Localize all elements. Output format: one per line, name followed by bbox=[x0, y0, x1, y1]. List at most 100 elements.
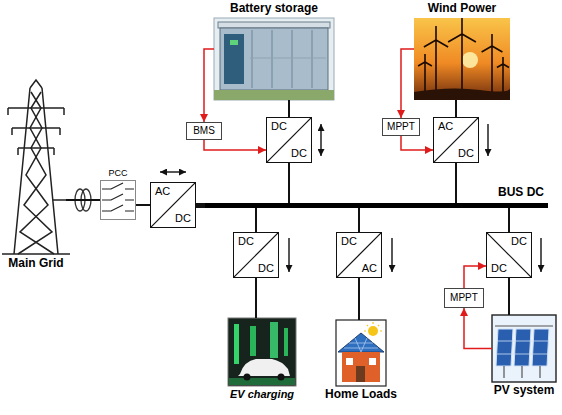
converter-box: DCDC bbox=[266, 117, 312, 163]
node-heading: Wind Power bbox=[428, 2, 497, 16]
home-picture bbox=[338, 333, 384, 352]
battery-container-picture bbox=[224, 34, 244, 84]
power-flow-arrow bbox=[160, 171, 186, 172]
converter-diagonal bbox=[267, 118, 311, 162]
converter-port-label: DC bbox=[491, 262, 507, 275]
wind-farm-picture bbox=[424, 26, 448, 96]
node-heading: PV system bbox=[494, 384, 555, 398]
converter-port-label: AC bbox=[155, 185, 170, 198]
bus-connection bbox=[196, 203, 205, 208]
wind-farm-picture bbox=[482, 34, 503, 96]
control-signal-line bbox=[401, 136, 433, 150]
converter-diagonal bbox=[487, 233, 531, 277]
power-line bbox=[288, 163, 290, 203]
power-line bbox=[455, 100, 457, 117]
power-flow-arrow bbox=[320, 124, 321, 156]
converter-box: ACDC bbox=[150, 182, 196, 228]
wind-farm-picture bbox=[448, 18, 476, 96]
converter-port-label: DC bbox=[341, 235, 357, 248]
wind-power-image: Wind Power bbox=[414, 18, 510, 100]
pcc-switch-box: PCC bbox=[100, 180, 136, 220]
converter-diagonal bbox=[234, 233, 278, 277]
pcc-switch-symbols bbox=[102, 183, 134, 211]
node-heading: EV charging bbox=[230, 388, 294, 401]
control-signal-line bbox=[464, 266, 486, 288]
home-picture bbox=[336, 320, 386, 386]
battery-container-picture bbox=[214, 18, 334, 100]
power-line bbox=[508, 278, 510, 315]
wind-farm-picture bbox=[414, 18, 510, 100]
transmission-tower bbox=[2, 253, 70, 255]
control-signal-line bbox=[204, 140, 266, 150]
power-line bbox=[358, 278, 360, 320]
converter-box: AC DC bbox=[433, 117, 479, 163]
converter-port-label: DC bbox=[291, 147, 307, 160]
pv-array-picture bbox=[504, 366, 540, 378]
ev-charging-picture bbox=[244, 374, 251, 381]
wind-farm-picture bbox=[418, 18, 509, 96]
ev-charging-picture bbox=[250, 326, 256, 356]
converter-port-label: DC bbox=[258, 262, 274, 275]
home-picture bbox=[342, 352, 380, 382]
home-picture bbox=[344, 338, 378, 352]
power-flow-arrow bbox=[487, 124, 488, 156]
battery-container-picture bbox=[218, 22, 330, 28]
converter-diagonal bbox=[337, 233, 381, 277]
bms-box: BMS bbox=[186, 122, 222, 140]
pv-system-image: PV system bbox=[492, 315, 556, 382]
control-signal-line bbox=[204, 49, 214, 122]
power-flow-arrow bbox=[391, 238, 392, 272]
ev-charging-picture bbox=[278, 374, 285, 381]
pcc-switch-symbols bbox=[102, 205, 134, 211]
battery-storage-image: Battery storage bbox=[214, 18, 334, 100]
battery-container-picture bbox=[220, 28, 328, 90]
pcc-switch-symbols bbox=[102, 183, 134, 189]
power-flow-arrow bbox=[288, 238, 289, 272]
power-line bbox=[508, 208, 510, 232]
node-heading: Main Grid bbox=[8, 257, 63, 271]
battery-container-picture bbox=[250, 58, 326, 59]
battery-container-picture bbox=[230, 40, 238, 45]
converter-port-label: DC bbox=[238, 235, 254, 248]
power-line bbox=[288, 100, 290, 117]
transmission-tower bbox=[8, 108, 64, 148]
power-line bbox=[455, 163, 457, 203]
node-heading: PCC bbox=[108, 168, 127, 178]
ev-charging-picture bbox=[228, 318, 296, 386]
battery-container-picture bbox=[214, 18, 334, 100]
pv-array-picture bbox=[496, 329, 513, 366]
home-picture bbox=[368, 326, 378, 336]
converter-port-label: DC bbox=[458, 147, 474, 160]
home-picture bbox=[336, 320, 386, 386]
converter-diagonal bbox=[434, 118, 478, 162]
home-picture bbox=[364, 322, 382, 331]
battery-container-picture bbox=[252, 30, 312, 88]
power-flow-arrow bbox=[540, 238, 541, 272]
converter-box: DCAC bbox=[336, 232, 382, 278]
pv-array-picture bbox=[532, 329, 549, 366]
box-label: MPPT bbox=[450, 292, 478, 304]
converter-port-label: AC bbox=[438, 120, 453, 133]
pcc-switch-symbols bbox=[102, 194, 134, 200]
bus-label: BUS DC bbox=[498, 186, 544, 200]
ev-charging-picture bbox=[270, 322, 278, 358]
transmission-tower bbox=[8, 108, 64, 155]
home-loads-image: Home Loads bbox=[336, 320, 386, 386]
home-picture bbox=[356, 366, 365, 382]
power-line bbox=[255, 278, 257, 318]
pv-array-picture bbox=[514, 329, 531, 366]
connectors bbox=[66, 49, 509, 349]
power-line bbox=[255, 208, 257, 232]
ev-charging-picture bbox=[238, 359, 290, 376]
pv-array-picture bbox=[492, 315, 556, 382]
converter-port-label: DC bbox=[511, 235, 527, 248]
node-heading: Home Loads bbox=[325, 388, 397, 402]
wind-farm-picture bbox=[414, 88, 510, 100]
power-line bbox=[136, 204, 150, 206]
converter-diagonal bbox=[151, 183, 195, 227]
battery-container-picture bbox=[214, 90, 334, 100]
box-label: BMS bbox=[193, 125, 215, 137]
pv-array-picture bbox=[497, 341, 549, 354]
transmission-tower bbox=[18, 92, 52, 254]
